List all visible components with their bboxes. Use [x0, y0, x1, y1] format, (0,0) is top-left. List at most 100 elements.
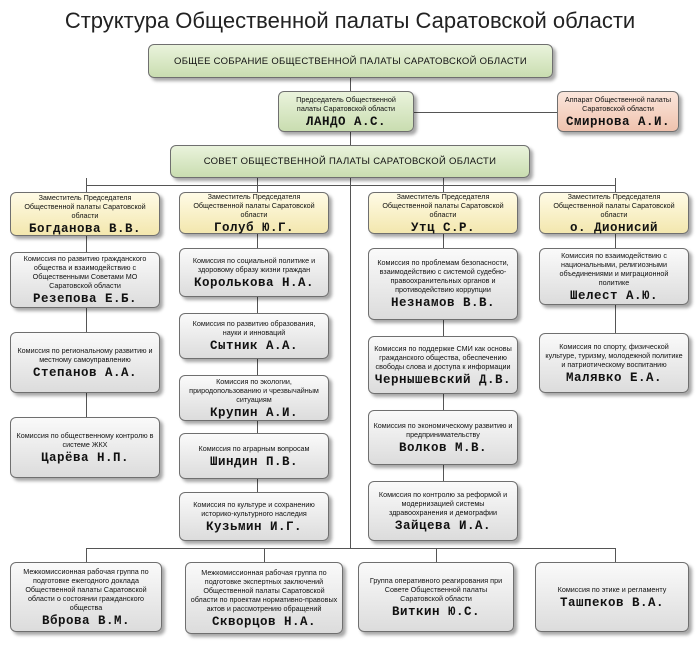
commission-box: Комиссия по региональному развитию и мес… — [10, 332, 160, 393]
commission-box: Комиссия по взаимодействию с национальны… — [539, 248, 689, 305]
connector — [86, 178, 87, 192]
working-group-box: Межкомиссионная рабочая группа по подгот… — [185, 562, 343, 634]
working-group-head: Скворцов Н.А. — [211, 614, 317, 629]
chairman-box: Председатель Общественной палаты Саратов… — [278, 91, 414, 132]
commission-box: Комиссия по развитию образования, науки … — [179, 313, 329, 359]
deputy-role: Заместитель Председателя Общественной па… — [193, 191, 315, 219]
commission-head: Крупин А.И. — [209, 405, 298, 420]
commission-text: Комиссия по развитию образования, науки … — [192, 319, 316, 337]
commission-head: Незнамов В.В. — [390, 296, 496, 310]
connector — [615, 305, 616, 333]
connector — [414, 112, 557, 113]
connector — [257, 178, 258, 192]
connector — [86, 236, 87, 252]
commission-head: Зайцева И.А. — [394, 518, 491, 533]
chairman-role: Председатель Общественной палаты Саратов… — [296, 94, 396, 113]
working-group-box: Комиссия по этике и регламенту Ташпеков … — [535, 562, 689, 632]
connector — [350, 178, 351, 548]
deputy-name: Утц С.Р. — [410, 220, 475, 235]
working-group-text: Межкомиссионная рабочая группа по подгот… — [190, 567, 338, 613]
connector — [436, 548, 437, 562]
council-box: СОВЕТ ОБЩЕСТВЕННОЙ ПАЛАТЫ САРАТОВСКОЙ ОБ… — [170, 145, 530, 178]
working-group-box: Группа оперативного реагирования при Сов… — [358, 562, 514, 632]
commission-head: Царёва Н.П. — [40, 450, 129, 465]
council-label: СОВЕТ ОБЩЕСТВЕННОЙ ПАЛАТЫ САРАТОВСКОЙ ОБ… — [203, 156, 497, 167]
connector — [443, 178, 444, 192]
working-group-text: Комиссия по этике и регламенту — [557, 584, 667, 594]
commission-head: Шелест А.Ю. — [569, 288, 658, 303]
connector — [264, 548, 265, 562]
commission-box: Комиссия по социальной политике и здоров… — [179, 248, 329, 297]
commission-head: Степанов А.А. — [32, 365, 138, 380]
working-group-head: Вброва В.М. — [41, 613, 130, 628]
commission-box: Комиссия по спорту, физической культуре,… — [539, 333, 689, 393]
deputy-box: Заместитель Председателя Общественной па… — [10, 192, 160, 236]
deputy-name: Богданова В.В. — [28, 221, 142, 236]
commission-box: Комиссия по проблемам безопасности, взаи… — [368, 248, 518, 320]
commission-text: Комиссия по поддержке СМИ как основы гра… — [374, 343, 512, 371]
working-group-head: Виткин Ю.С. — [391, 604, 480, 619]
working-group-text: Группа оперативного реагирования при Сов… — [369, 575, 503, 603]
commission-head: Малявко Е.А. — [565, 370, 662, 385]
deputy-name: Голуб Ю.Г. — [213, 220, 294, 235]
working-group-text: Межкомиссионная рабочая группа по подгот… — [23, 566, 149, 612]
connector — [615, 548, 616, 562]
connector — [443, 234, 444, 248]
apparatus-box: Аппарат Общественной палаты Саратовской … — [557, 91, 679, 132]
connector — [257, 234, 258, 248]
commission-text: Комиссия по контролю за реформой и модер… — [378, 489, 508, 517]
connector — [350, 78, 351, 91]
connector — [86, 308, 87, 332]
general-assembly-box: ОБЩЕЕ СОБРАНИЕ ОБЩЕСТВЕННОЙ ПАЛАТЫ САРАТ… — [148, 44, 553, 78]
connector — [86, 548, 87, 562]
connector — [86, 548, 615, 549]
commission-box: Комиссия по экологии, природопользованию… — [179, 375, 329, 421]
commission-head: Королькова Н.А. — [193, 275, 315, 290]
commission-head: Волков М.В. — [398, 440, 487, 455]
commission-text: Комиссия по развитию гражданского общест… — [23, 254, 147, 290]
deputy-box: Заместитель Председателя Общественной па… — [368, 191, 518, 235]
commission-head: Резепова Е.Б. — [32, 292, 138, 306]
commission-text: Комиссия по спорту, физической культуре,… — [545, 341, 683, 369]
connector — [615, 234, 616, 248]
commission-box: Комиссия по экономическому развитию и пр… — [368, 410, 518, 465]
connector — [443, 320, 444, 336]
apparatus-role: Аппарат Общественной палаты Саратовской … — [564, 94, 672, 113]
connector — [257, 359, 258, 375]
deputy-role: Заместитель Председателя Общественной па… — [24, 192, 146, 220]
page-title: Структура Общественной палаты Саратовско… — [64, 8, 636, 33]
deputy-box: Заместитель Председателя Общественной па… — [539, 191, 689, 235]
deputy-name: о. Дионисий — [569, 220, 658, 235]
deputy-box: Заместитель Председателя Общественной па… — [179, 191, 329, 235]
commission-box: Комиссия по развитию гражданского общест… — [10, 252, 160, 308]
commission-text: Комиссия по экономическому развитию и пр… — [373, 420, 513, 439]
deputy-role: Заместитель Председателя Общественной па… — [553, 191, 675, 219]
commission-box: Комиссия по аграрным вопросам Шиндин П.В… — [179, 433, 329, 479]
commission-head: Сытник А.А. — [209, 339, 298, 353]
commission-box: Комиссия по общественному контролю в сис… — [10, 417, 160, 478]
commission-text: Комиссия по культуре и сохранению истори… — [193, 499, 315, 518]
connector — [443, 465, 444, 481]
connector — [443, 394, 444, 410]
commission-text: Комиссия по региональному развитию и мес… — [17, 345, 153, 364]
commission-head: Шиндин П.В. — [209, 454, 298, 469]
commission-text: Комиссия по проблемам безопасности, взаи… — [377, 258, 509, 294]
deputy-role: Заместитель Председателя Общественной па… — [382, 191, 504, 219]
connector — [350, 132, 351, 145]
commission-text: Комиссия по экологии, природопользованию… — [189, 376, 319, 404]
connector — [257, 421, 258, 433]
commission-box: Комиссия по контролю за реформой и модер… — [368, 481, 518, 541]
commission-box: Комиссия по культуре и сохранению истори… — [179, 492, 329, 541]
connector — [86, 393, 87, 417]
working-group-head: Ташпеков В.А. — [559, 595, 665, 610]
commission-text: Комиссия по аграрным вопросам — [198, 443, 310, 453]
working-group-box: Межкомиссионная рабочая группа по подгот… — [10, 562, 162, 632]
commission-text: Комиссия по взаимодействию с национальны… — [559, 250, 669, 287]
commission-text: Комиссия по социальной политике и здоров… — [192, 255, 316, 274]
commission-box: Комиссия по поддержке СМИ как основы гра… — [368, 336, 518, 394]
chairman-name: ЛАНДО А.С. — [305, 114, 386, 129]
connector — [615, 178, 616, 192]
general-assembly-label: ОБЩЕЕ СОБРАНИЕ ОБЩЕСТВЕННОЙ ПАЛАТЫ САРАТ… — [174, 55, 527, 67]
commission-head: Чернышевский Д.В. — [374, 372, 512, 387]
commission-head: Кузьмин И.Г. — [205, 519, 302, 534]
